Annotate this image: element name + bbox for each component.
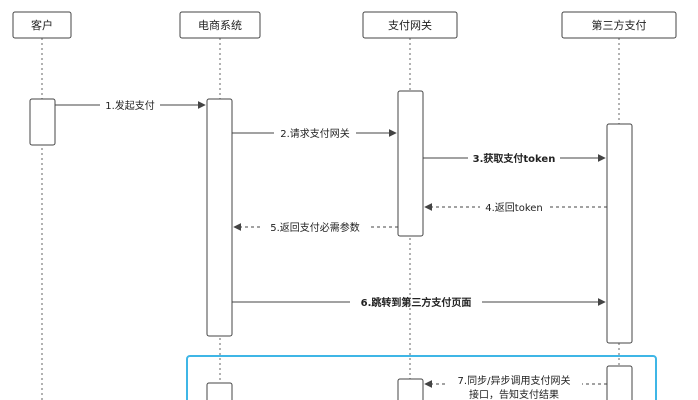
participant-gateway: 支付网关 [362,11,458,39]
participant-client: 客户 [12,11,72,39]
interaction-frame [186,355,657,400]
participant-client-label: 客户 [31,18,53,32]
message-4-label: 4.返回token [485,202,543,214]
message-7-label-line2: 接口，告知支付结果 [469,388,559,400]
message-7-label-line1: 7.同步/异步调用支付网关 [458,374,571,387]
participant-gateway-label: 支付网关 [388,18,432,32]
message-2-label: 2.请求支付网关 [280,127,350,140]
activation-thirdparty-2 [606,365,633,400]
message-6-label: 6.跳转到第三方支付页面 [361,296,472,309]
activation-client [29,98,56,146]
activation-thirdparty [606,123,633,344]
message-3: 3.获取支付token [423,151,606,165]
message-7: 7.同步/异步调用支付网关 接口，告知支付结果 [424,373,607,400]
message-6: 6.跳转到第三方支付页面 [232,295,606,309]
message-3-label: 3.获取支付token [473,152,556,165]
message-2: 2.请求支付网关 [232,126,397,140]
participant-ecommerce-label: 电商系统 [198,18,242,32]
message-5-label: 5.返回支付必需参数 [270,221,360,234]
participant-thirdparty-label: 第三方支付 [592,18,647,32]
message-4: 4.返回token [424,200,607,214]
activation-gateway [397,90,424,237]
activation-ecommerce [206,98,233,337]
activation-ecommerce-2 [206,382,233,400]
message-1: 1.发起支付 [55,98,206,112]
activation-gateway-2 [397,378,424,400]
participant-ecommerce: 电商系统 [179,11,261,39]
participant-thirdparty: 第三方支付 [561,11,677,39]
message-1-label: 1.发起支付 [105,99,155,112]
message-5: 5.返回支付必需参数 [233,220,398,234]
